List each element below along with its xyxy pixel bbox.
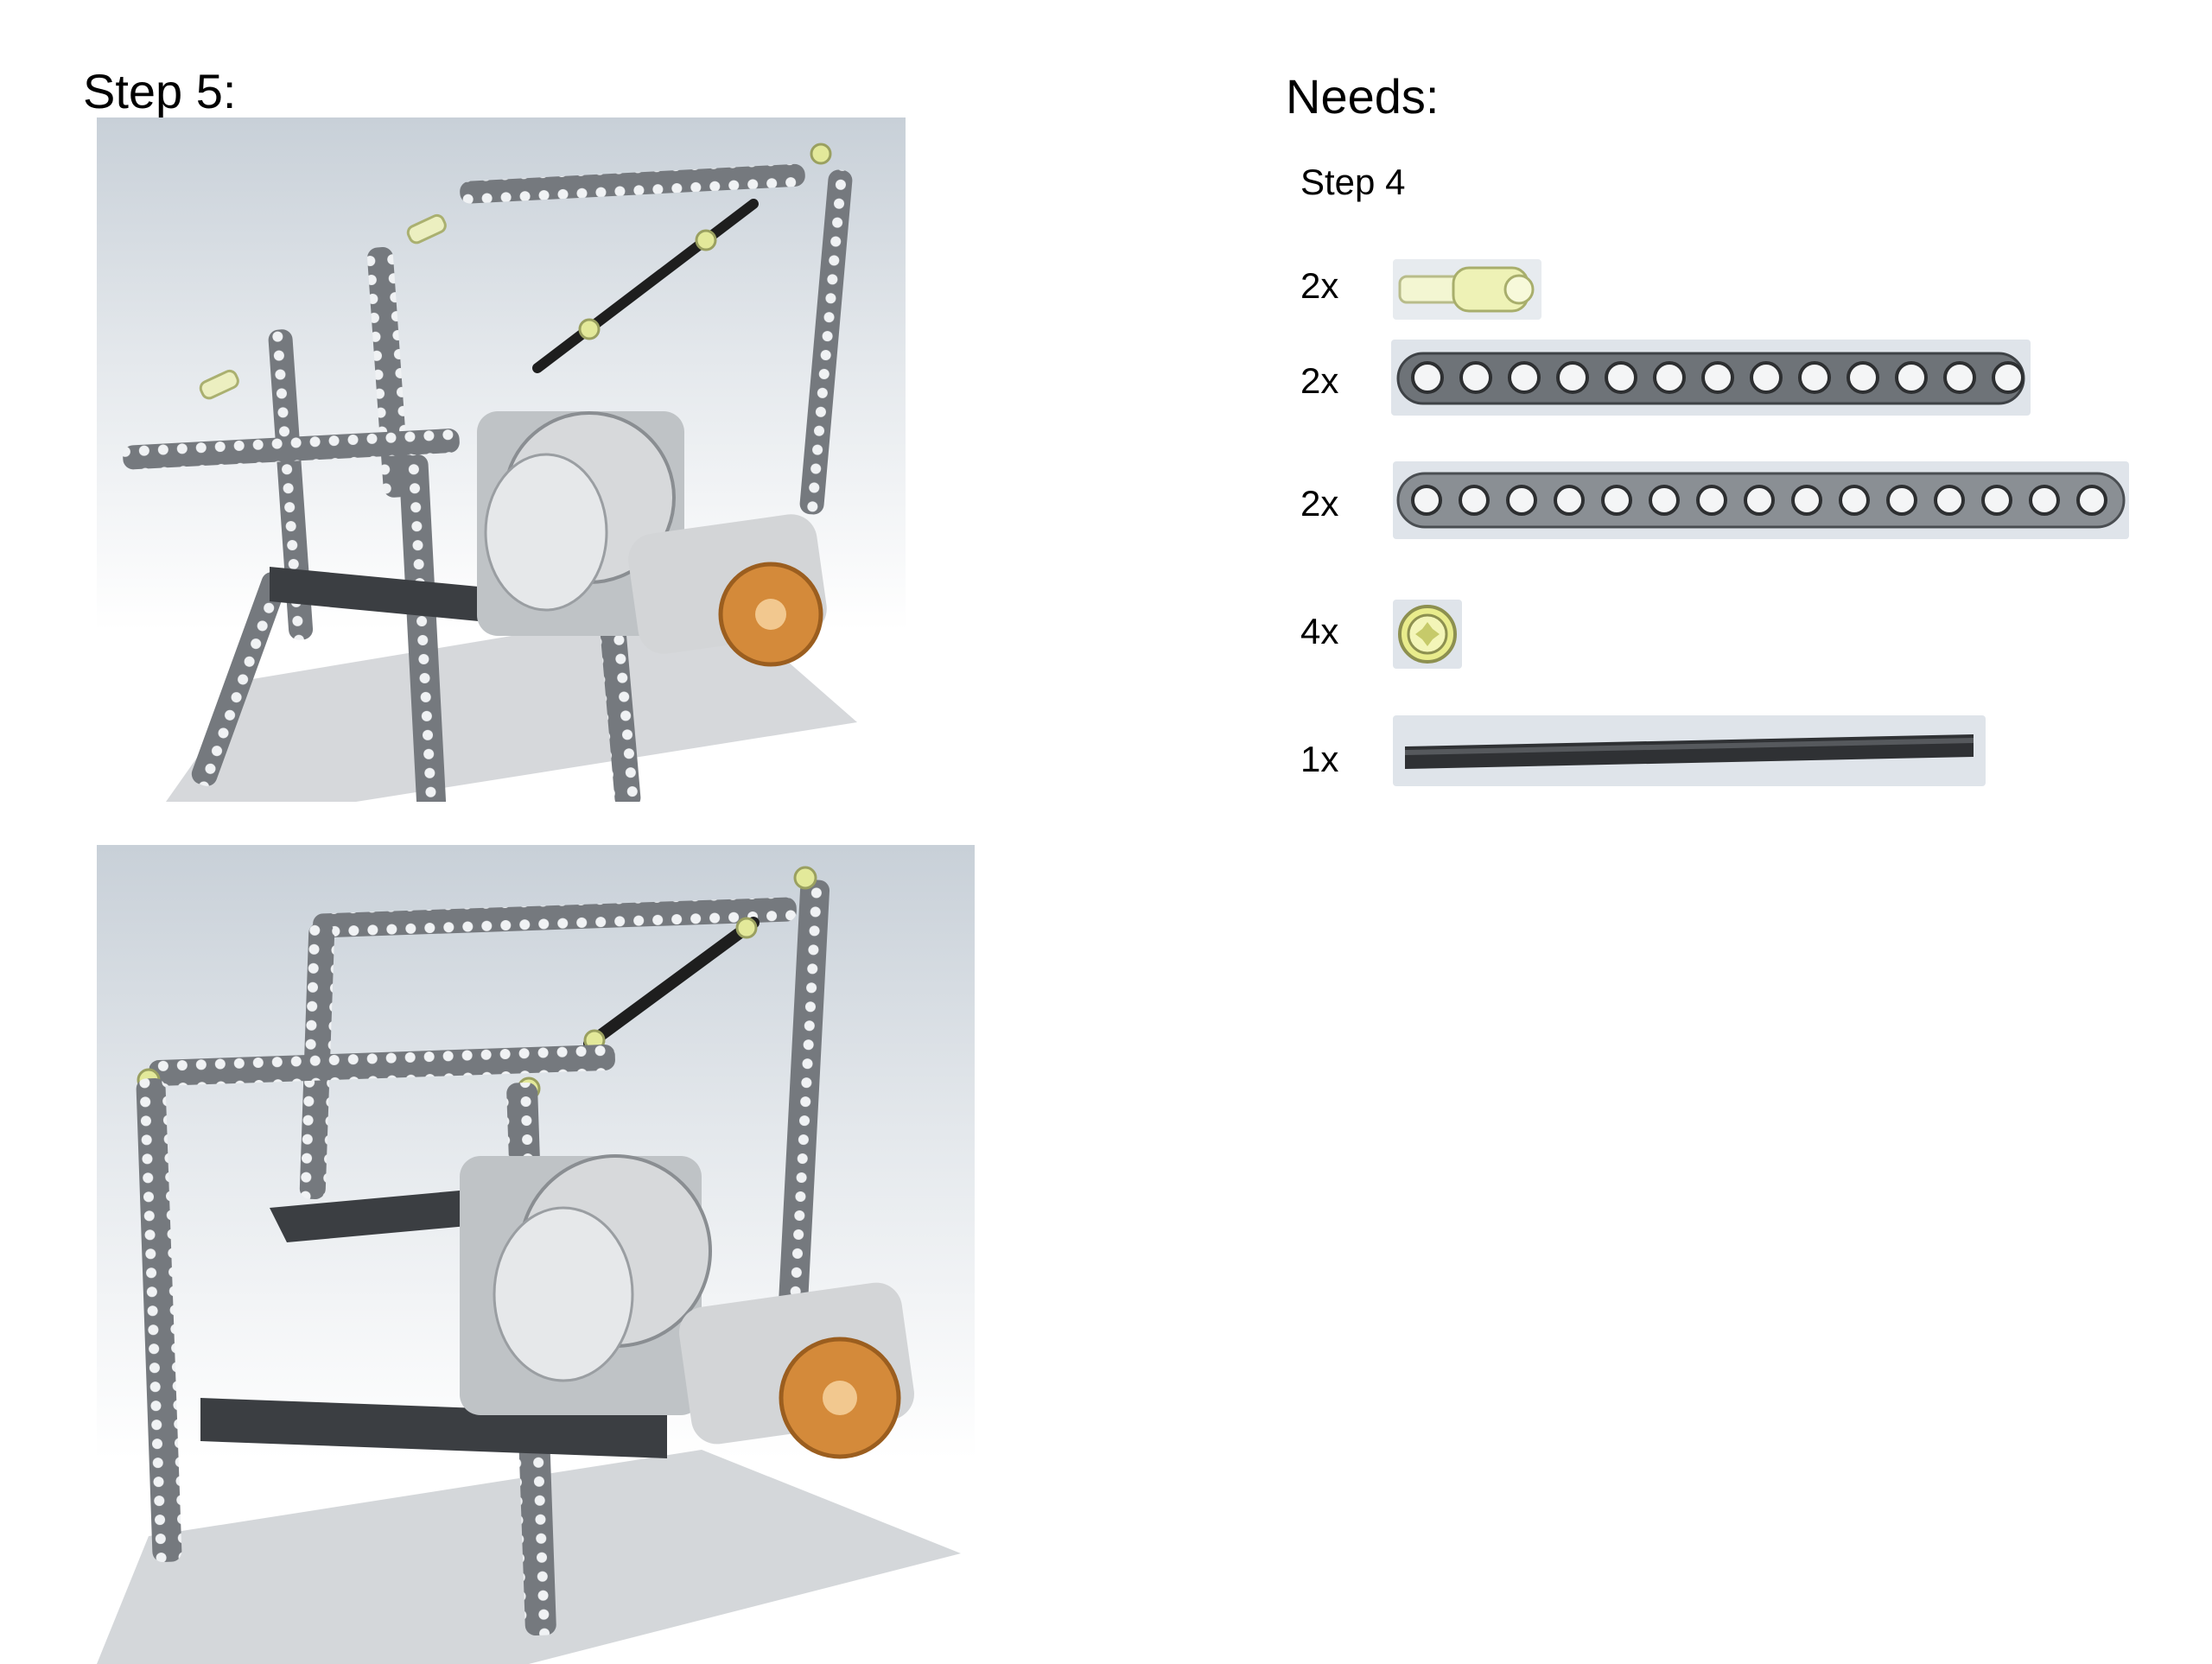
bush-icon — [1393, 600, 1462, 669]
step-title: Step 5: — [83, 64, 237, 118]
exploded-assembly-render — [97, 117, 906, 802]
needs-prerequisite: Step 4 — [1300, 162, 1406, 202]
beam-13-icon — [1391, 340, 2031, 416]
part-qty: 2x — [1300, 483, 1339, 524]
part-qty: 4x — [1300, 611, 1339, 651]
part-qty: 2x — [1300, 265, 1339, 306]
axle-pin-icon — [1393, 259, 1541, 320]
assembled-render — [97, 845, 975, 1664]
beam-15-icon — [1393, 461, 2129, 539]
needs-title: Needs: — [1286, 69, 1440, 124]
axle-icon — [1393, 715, 1986, 786]
part-qty: 2x — [1300, 360, 1339, 401]
part-qty: 1x — [1300, 739, 1339, 779]
